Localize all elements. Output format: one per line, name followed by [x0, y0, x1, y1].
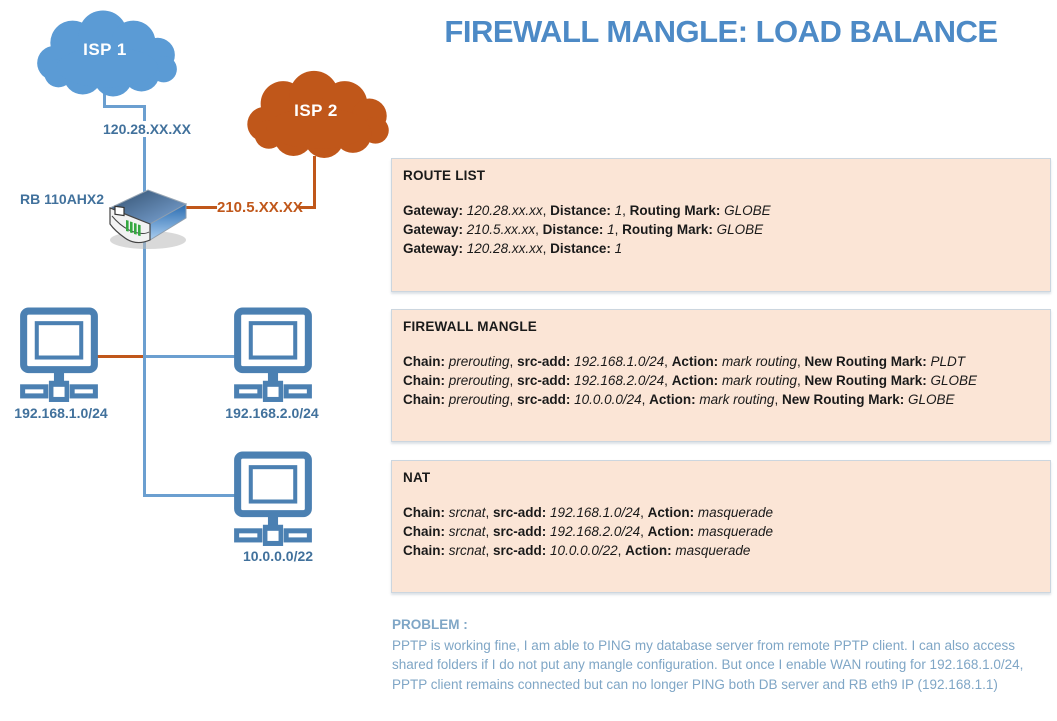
isp2-ip-label: 210.5.XX.XX [217, 199, 303, 216]
link-isp1-elbow [103, 105, 146, 108]
page-title: FIREWALL MANGLE: LOAD BALANCE [444, 14, 998, 49]
firewall-mangle-title: FIREWALL MANGLE [403, 319, 537, 334]
route-list-title: ROUTE LIST [403, 168, 486, 183]
workstation-icon [234, 451, 312, 546]
link-isp1-drop [103, 88, 106, 108]
workstation-icon [20, 307, 98, 402]
link-backbone-vertical [143, 105, 146, 497]
lan2-label: 192.168.2.0/24 [225, 405, 319, 421]
isp2-node: ISP 2 [234, 70, 398, 164]
link-isp2-drop [313, 156, 316, 209]
isp1-label: ISP 1 [83, 40, 127, 60]
rule-line: Chain: prerouting, src-add: 192.168.2.0/… [403, 373, 978, 388]
rule-line: Chain: srcnat, src-add: 10.0.0.0/22, Act… [403, 543, 751, 558]
firewall-mangle-box: FIREWALL MANGLE Chain: prerouting, src-a… [391, 309, 1051, 442]
nat-title: NAT [403, 470, 431, 485]
link-to-lan1 [97, 355, 143, 358]
nat-box: NAT Chain: srcnat, src-add: 192.168.1.0/… [391, 460, 1051, 593]
rule-line: Chain: prerouting, src-add: 192.168.1.0/… [403, 354, 966, 369]
lan3-node [233, 451, 313, 548]
router-node [106, 186, 190, 250]
lan1-label: 192.168.1.0/24 [14, 405, 108, 421]
route-list-rules: Gateway: 120.28.xx.xx, Distance: 1, Rout… [403, 201, 1039, 258]
router-icon [108, 189, 188, 249]
rule-line: Chain: srcnat, src-add: 192.168.2.0/24, … [403, 524, 773, 539]
problem-note: PROBLEM : PPTP is working fine, I am abl… [392, 615, 1052, 694]
rule-line: Chain: prerouting, src-add: 10.0.0.0/24,… [403, 392, 955, 407]
firewall-mangle-rules: Chain: prerouting, src-add: 192.168.1.0/… [403, 352, 1039, 409]
isp1-node: ISP 1 [24, 10, 186, 102]
link-to-lan3 [146, 494, 236, 497]
isp1-ip-label: 120.28.XX.XX [101, 121, 193, 137]
route-list-box: ROUTE LIST Gateway: 120.28.xx.xx, Distan… [391, 158, 1051, 292]
problem-title: PROBLEM : [392, 617, 468, 632]
lan2-node [233, 307, 313, 404]
nat-rules: Chain: srcnat, src-add: 192.168.1.0/24, … [403, 503, 1039, 560]
workstation-icon [234, 307, 312, 402]
lan1-node [19, 307, 99, 404]
rule-line: Chain: srcnat, src-add: 192.168.1.0/24, … [403, 505, 773, 520]
problem-body: PPTP is working fine, I am able to PING … [392, 637, 1024, 692]
isp2-label: ISP 2 [294, 101, 338, 121]
rule-line: Gateway: 120.28.xx.xx, Distance: 1 [403, 241, 623, 256]
link-to-lan2 [146, 355, 236, 358]
lan3-label: 10.0.0.0/22 [242, 548, 314, 564]
cloud-icon [247, 70, 389, 158]
rule-line: Gateway: 210.5.xx.xx, Distance: 1, Routi… [403, 222, 764, 237]
link-isp2-right [299, 206, 316, 209]
rule-line: Gateway: 120.28.xx.xx, Distance: 1, Rout… [403, 203, 771, 218]
router-label: RB 110AHX2 [20, 191, 105, 207]
cloud-icon [37, 10, 177, 97]
